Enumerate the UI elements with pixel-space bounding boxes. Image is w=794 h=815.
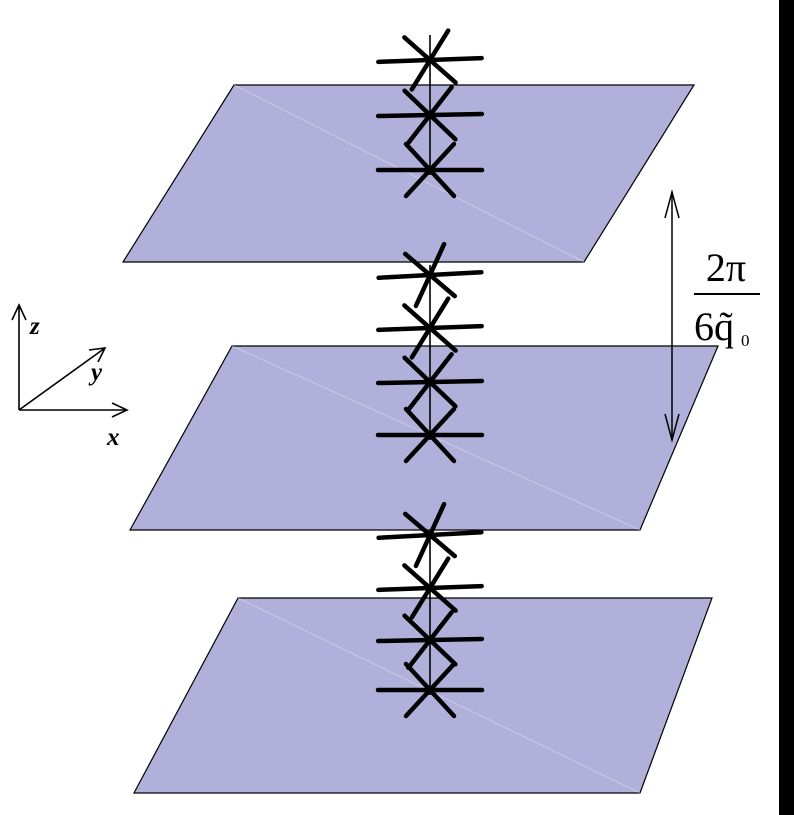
- molecule-star: [375, 610, 485, 670]
- molecule-arm: [406, 352, 454, 412]
- coordinate-axes: z y x: [11, 303, 129, 451]
- spacing-denominator: 6q̃: [694, 304, 734, 349]
- molecule-arm: [409, 28, 451, 92]
- molecule-arm: [406, 85, 454, 145]
- molecule-arm: [409, 296, 451, 360]
- molecule-arm: [413, 241, 447, 309]
- molecule-star: [376, 28, 484, 92]
- molecule-star: [376, 556, 484, 620]
- molecule-star: [375, 85, 485, 145]
- layer-plane-middle: [128, 345, 719, 531]
- x-axis-label: x: [106, 424, 120, 451]
- layer-spacing-label: 2π 6q̃ 0: [694, 245, 760, 350]
- frame-bar: [779, 0, 794, 815]
- molecule-column-bottom: [375, 501, 485, 719]
- layer-plane-top: [121, 84, 696, 263]
- molecule-arm: [403, 141, 457, 199]
- molecule-star: [376, 241, 484, 309]
- molecule-star: [375, 141, 485, 199]
- molecule-arm: [409, 556, 451, 620]
- molecule-arm: [403, 661, 457, 719]
- molecule-column-middle: [375, 241, 485, 464]
- molecule-star: [375, 661, 485, 719]
- spacing-denominator-subscript: 0: [741, 331, 750, 350]
- molecule-star: [376, 501, 484, 569]
- z-axis-label: z: [29, 313, 40, 340]
- molecule-arm: [413, 501, 447, 569]
- y-axis-label: y: [88, 359, 103, 386]
- molecule-star: [375, 352, 485, 412]
- molecule-star: [376, 296, 484, 360]
- spacing-numerator: 2π: [706, 245, 746, 290]
- molecule-arm: [406, 610, 454, 670]
- molecule-column-top: [375, 28, 485, 199]
- molecule-arm: [403, 406, 457, 464]
- molecule-star: [375, 406, 485, 464]
- layer-spacing-arrow: [664, 189, 680, 443]
